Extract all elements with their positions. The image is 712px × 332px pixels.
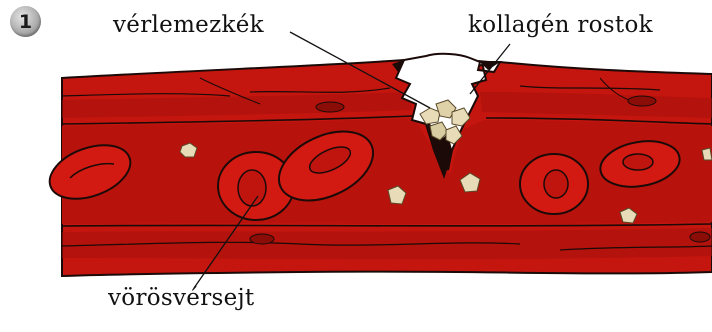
label-red-blood-cell: vörösvérsejt	[108, 285, 254, 311]
label-platelets: vérlemezkék	[113, 12, 264, 38]
label-collagen-fibers: kollagén rostok	[468, 12, 653, 38]
red-blood-cell	[520, 154, 588, 214]
step-number-badge: 1	[10, 6, 41, 37]
